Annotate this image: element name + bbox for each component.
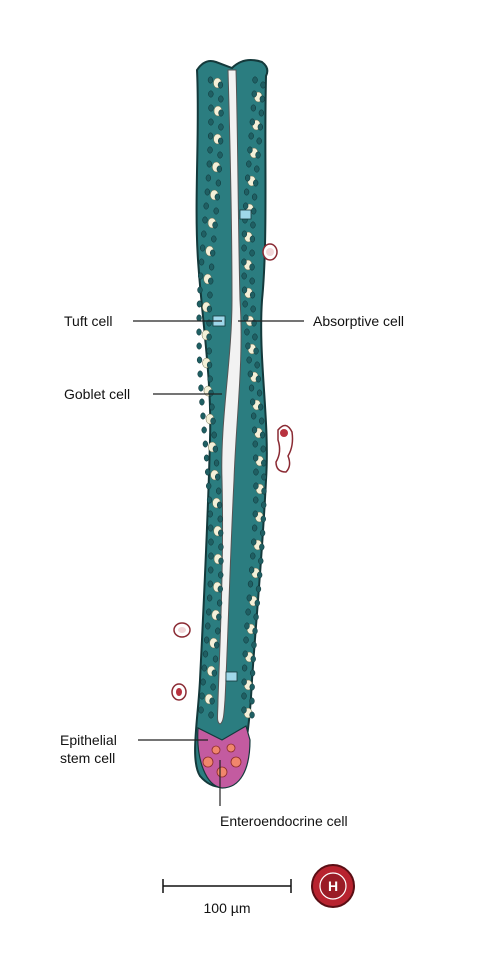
enteroendocrine-cell-label: Enteroendocrine cell <box>220 813 348 829</box>
epithelial-stem-cell-label-2: stem cell <box>60 750 115 766</box>
stain-badge: H <box>311 864 355 908</box>
stain-badge-letter: H <box>328 878 338 894</box>
nuclei <box>196 76 267 719</box>
epithelial-stem-cell-region <box>197 725 251 789</box>
scale-bar-label: 100 µm <box>204 900 251 916</box>
tuft-cell-label: Tuft cell <box>64 313 113 329</box>
blood-vessel <box>275 424 294 473</box>
scale-bar <box>162 879 292 893</box>
tuft-cell-3 <box>225 671 238 682</box>
intestinal-crypt <box>194 59 269 789</box>
blood-vessels <box>171 243 294 701</box>
absorptive-cell-label: Absorptive cell <box>313 313 404 329</box>
epithelial-stem-cell-label-1: Epithelial <box>60 732 117 748</box>
tuft-cell-2 <box>239 209 252 220</box>
goblet-cell-label: Goblet cell <box>64 386 130 402</box>
